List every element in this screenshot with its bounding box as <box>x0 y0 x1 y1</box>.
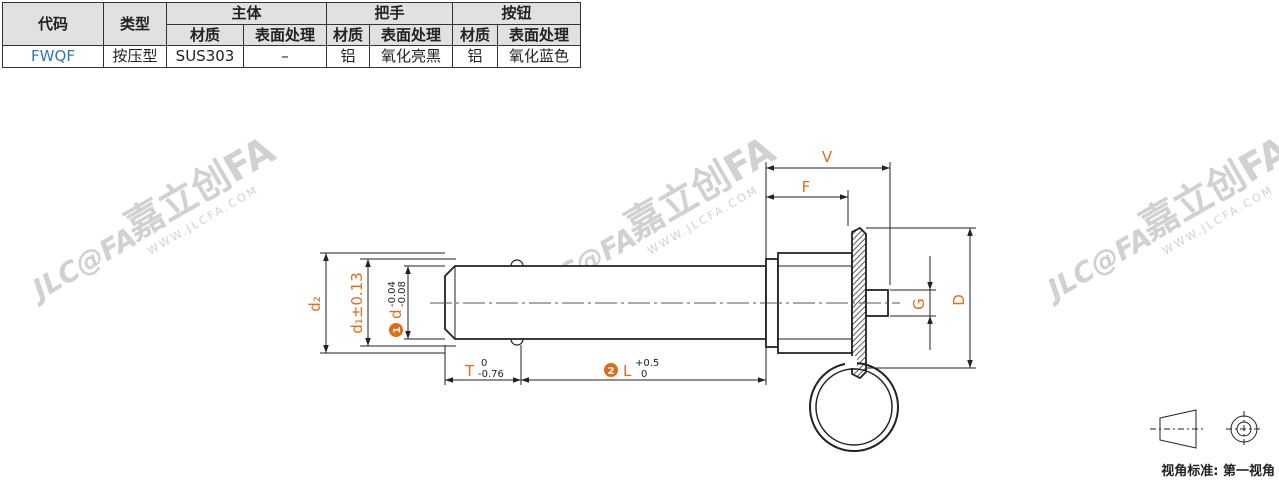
spec-table: 代码 类型 主体 把手 按钮 材质 表面处理 材质 表面处理 材质 表面处理 F… <box>2 2 581 68</box>
extension-lines <box>320 162 976 385</box>
marker-1-number: 1 <box>392 326 403 333</box>
table-row: FWQF 按压型 SUS303 – 铝 氧化亮黑 铝 氧化蓝色 <box>2 45 581 68</box>
label-V: V <box>822 148 833 166</box>
label-d-tol-lower: -0.08 <box>397 281 408 307</box>
cell-handle-surface: 氧化亮黑 <box>369 45 453 68</box>
label-T-tol-lower: -0.76 <box>478 369 504 380</box>
projection-caption: 视角标准: 第一视角 <box>1161 464 1275 479</box>
pull-ring-outer <box>809 362 899 452</box>
header-button-surface: 表面处理 <box>497 24 581 46</box>
watermark-brand: 嘉立创FA <box>117 127 282 248</box>
label-d: d <box>387 309 405 319</box>
header-handle-surface: 表面处理 <box>369 24 453 46</box>
watermark-left: JLC@FA 嘉立创FA WWW.JLCFA.COM <box>23 127 283 308</box>
cell-code: FWQF <box>2 45 104 68</box>
marker-1 <box>389 323 403 337</box>
table-header-row-2: 材质 表面处理 材质 表面处理 材质 表面处理 <box>3 24 581 46</box>
label-d1: d₁±0.13 <box>348 272 366 334</box>
dimension-lines <box>323 165 973 383</box>
cell-body-material: SUS303 <box>166 45 244 68</box>
header-button: 按钮 <box>452 2 581 25</box>
header-body-surface: 表面处理 <box>243 24 327 46</box>
watermark-logo: JLC@FA <box>23 220 143 308</box>
label-T: T <box>464 362 475 380</box>
watermark-right: JLC@FA 嘉立创FA WWW.JLCFA.COM <box>1038 127 1279 308</box>
header-handle: 把手 <box>326 2 453 25</box>
label-L-tol-upper: +0.5 <box>635 358 659 369</box>
label-D: D <box>950 294 968 306</box>
header-body-material: 材质 <box>166 24 244 46</box>
cell-handle-material: 铝 <box>326 45 370 68</box>
cell-body-surface: – <box>243 45 327 68</box>
label-F: F <box>802 178 811 196</box>
header-body: 主体 <box>166 2 327 25</box>
cell-button-material: 铝 <box>452 45 498 68</box>
marker-2 <box>604 363 618 377</box>
projection-symbol-icon <box>1150 409 1262 449</box>
label-d-group: 1 d -0.04 -0.08 <box>387 281 408 337</box>
watermark-brand: 嘉立创FA <box>617 127 782 248</box>
pull-ring-inner <box>815 368 893 446</box>
watermark-logo: JLC@FA <box>1038 220 1158 308</box>
header-code: 代码 <box>2 2 104 46</box>
label-G: G <box>910 298 928 310</box>
cell-button-surface: 氧化蓝色 <box>497 45 581 68</box>
label-T-tol-upper: 0 <box>481 358 487 369</box>
label-d2: d₂ <box>306 296 324 312</box>
ball-detents <box>510 259 524 346</box>
marker-2-number: 2 <box>608 366 615 377</box>
label-L-tol-lower: 0 <box>641 369 647 380</box>
label-L: L <box>623 362 632 380</box>
label-d-tol-upper: -0.04 <box>387 281 398 307</box>
